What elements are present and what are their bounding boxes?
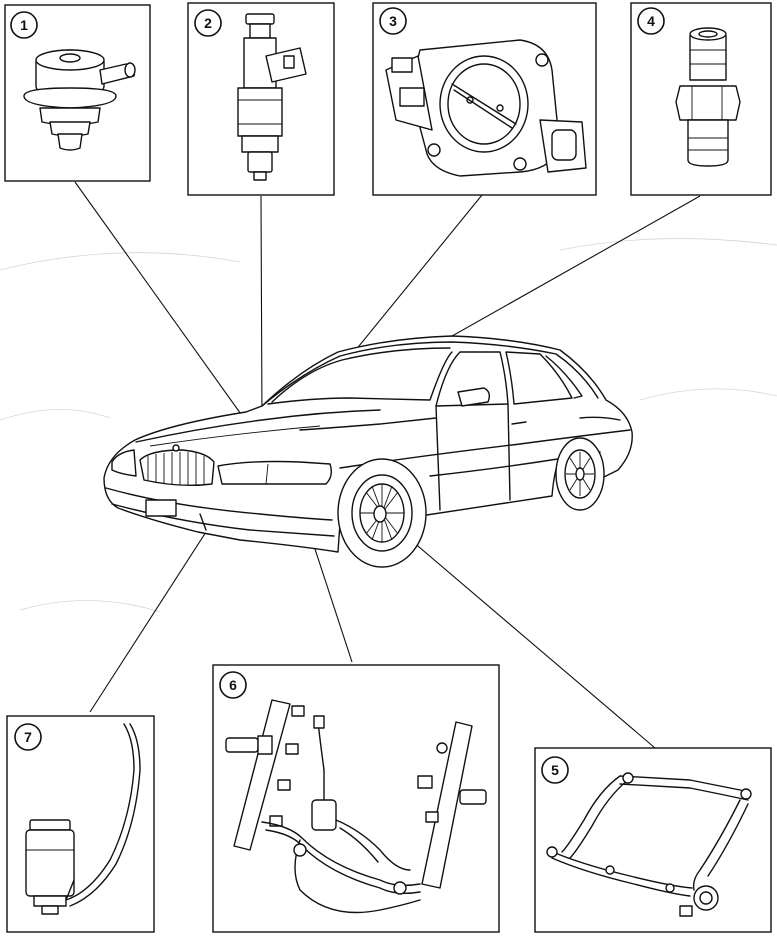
- callout-label-7: 7: [24, 729, 32, 745]
- callout-badge-3: [379, 7, 407, 35]
- fuel-injector-illustration: [237, 13, 307, 181]
- throttle-body-illustration: [385, 39, 587, 177]
- fuel-rail-assembly-illustration: [225, 699, 487, 914]
- component-box-5: 5: [534, 747, 772, 933]
- component-box-7: 7: [6, 715, 155, 933]
- callout-label-6: 6: [229, 677, 237, 693]
- leader-line-5: [377, 511, 656, 749]
- component-box-1: 1: [4, 4, 151, 182]
- callout-label-4: 4: [647, 13, 655, 29]
- callout-badge-2: [194, 9, 222, 37]
- callout-badge-1: [10, 11, 38, 39]
- callout-label-3: 3: [389, 13, 397, 29]
- callout-label-5: 5: [551, 762, 559, 778]
- component-box-4: 4: [630, 2, 772, 196]
- callout-badge-4: [637, 7, 665, 35]
- callout-label-1: 1: [20, 17, 28, 33]
- fuel-pump-illustration: [25, 723, 141, 915]
- fuel-rail-bracket-illustration: [546, 772, 752, 917]
- callout-badge-5: [541, 756, 569, 784]
- leader-line-2: [260, 195, 263, 425]
- component-box-3: 3: [372, 2, 597, 196]
- vehicle-illustration: [103, 335, 633, 568]
- callout-badge-6: [219, 671, 247, 699]
- fuel-filter-fitting-illustration: [675, 27, 741, 167]
- component-box-6: 6: [212, 664, 500, 933]
- callout-badge-7: [14, 723, 42, 751]
- fuel-pressure-regulator-illustration: [23, 49, 136, 151]
- callout-label-2: 2: [204, 15, 212, 31]
- component-box-2: 2: [187, 2, 335, 196]
- leader-line-1: [74, 181, 249, 425]
- background-texture: [0, 238, 777, 613]
